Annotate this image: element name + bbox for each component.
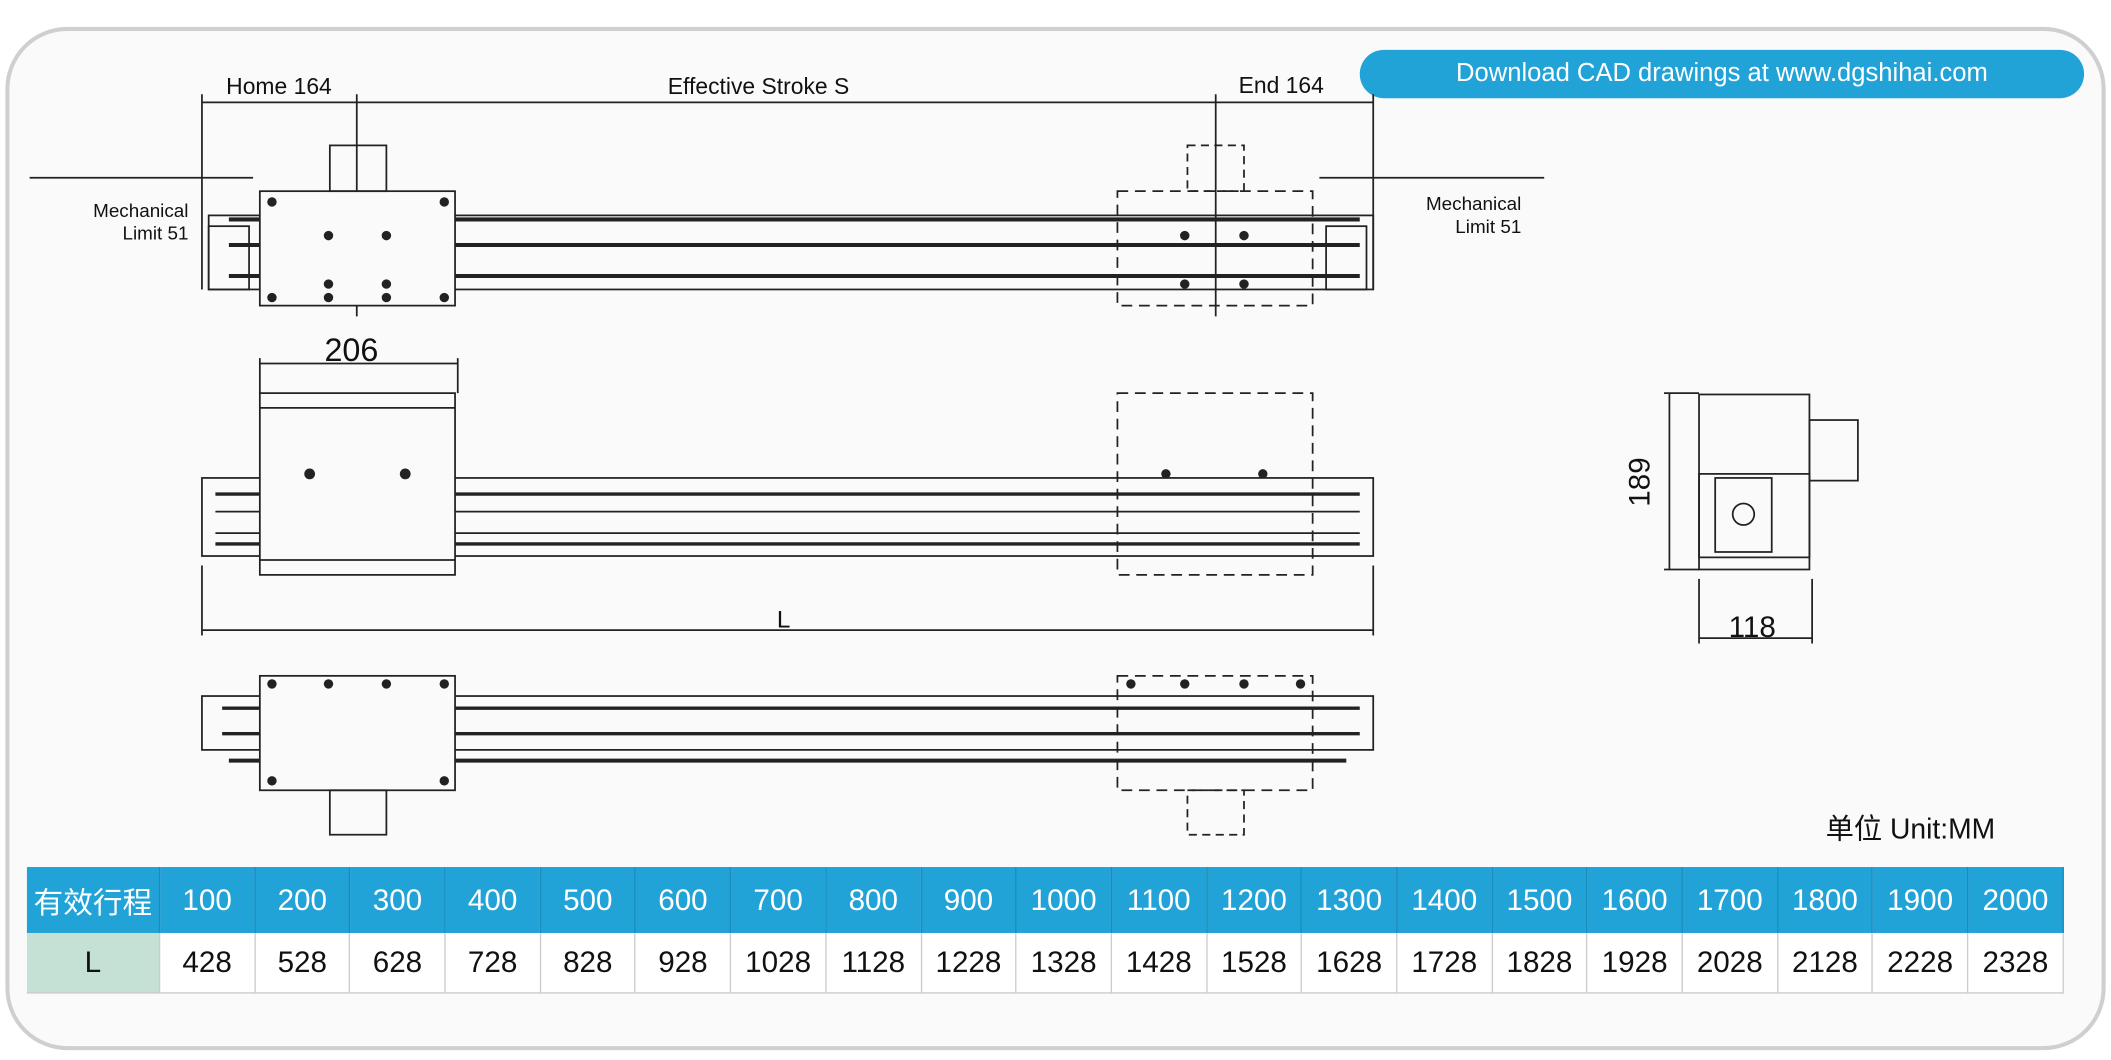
length-cell: 1228 xyxy=(920,932,1017,994)
length-cell: 2028 xyxy=(1682,932,1779,994)
stroke-cell: 200 xyxy=(254,867,351,933)
stroke-cell: 700 xyxy=(730,867,827,933)
stroke-cell: 600 xyxy=(635,867,732,933)
stroke-cell: 1700 xyxy=(1682,867,1779,933)
length-cell: 1528 xyxy=(1206,932,1303,994)
stroke-cell: 900 xyxy=(920,867,1017,933)
download-cad-banner[interactable]: Download CAD drawings at www.dgshihai.co… xyxy=(1359,49,2085,99)
length-cell: 1428 xyxy=(1111,932,1208,994)
stroke-cell: 300 xyxy=(349,867,446,933)
length-cell: 2128 xyxy=(1777,932,1874,994)
stroke-cell: 1500 xyxy=(1491,867,1588,933)
length-l-dimension: L xyxy=(776,605,791,633)
stroke-cell: 1000 xyxy=(1016,867,1112,933)
width-206-dimension: 206 xyxy=(324,332,379,369)
width-118-dimension: 118 xyxy=(1728,609,1776,644)
length-cell: 1028 xyxy=(730,932,827,994)
height-189-dimension: 189 xyxy=(1622,457,1657,507)
home-dimension: Home 164 xyxy=(226,74,332,100)
stroke-cell: 1100 xyxy=(1111,867,1208,933)
stroke-cell: 1400 xyxy=(1396,867,1493,933)
top-view xyxy=(207,144,1375,307)
length-cell: 528 xyxy=(254,932,351,994)
stroke-cell: 1600 xyxy=(1587,867,1683,933)
side-view xyxy=(1664,392,1859,644)
length-cell: 1928 xyxy=(1587,932,1683,994)
stroke-cell: 1900 xyxy=(1872,867,1969,933)
stroke-cell: 1800 xyxy=(1777,867,1874,933)
dimension-lines xyxy=(29,94,1545,317)
header-label: 有效行程 xyxy=(26,867,161,933)
length-cell: 2328 xyxy=(1967,932,2064,994)
unit-label: 单位 Unit:MM xyxy=(1825,814,1996,846)
end-dimension: End 164 xyxy=(1238,72,1324,99)
stroke-cell: 2000 xyxy=(1967,867,2064,933)
length-cell: 2228 xyxy=(1872,932,1969,994)
bottom-view xyxy=(201,674,1375,836)
stroke-cell: 1200 xyxy=(1206,867,1303,933)
length-cell: 628 xyxy=(349,932,446,994)
length-cell: 1828 xyxy=(1491,932,1588,994)
stroke-cell: 1300 xyxy=(1301,867,1398,933)
stroke-cell: 400 xyxy=(445,867,541,933)
length-cell: 828 xyxy=(540,932,637,994)
length-cell: 1328 xyxy=(1016,932,1112,994)
row-label: L xyxy=(26,932,161,994)
front-view xyxy=(201,358,1375,636)
stroke-dimension: Effective Stroke S xyxy=(667,74,850,100)
length-cell: 1628 xyxy=(1301,932,1398,994)
length-cell: 1128 xyxy=(825,932,922,994)
length-cell: 428 xyxy=(159,932,256,994)
length-cell: 928 xyxy=(635,932,732,994)
stroke-cell: 100 xyxy=(159,867,256,933)
stroke-cell: 500 xyxy=(540,867,637,933)
length-cell: 1728 xyxy=(1396,932,1493,994)
length-cell: 728 xyxy=(445,932,541,994)
stroke-cell: 800 xyxy=(825,867,922,933)
